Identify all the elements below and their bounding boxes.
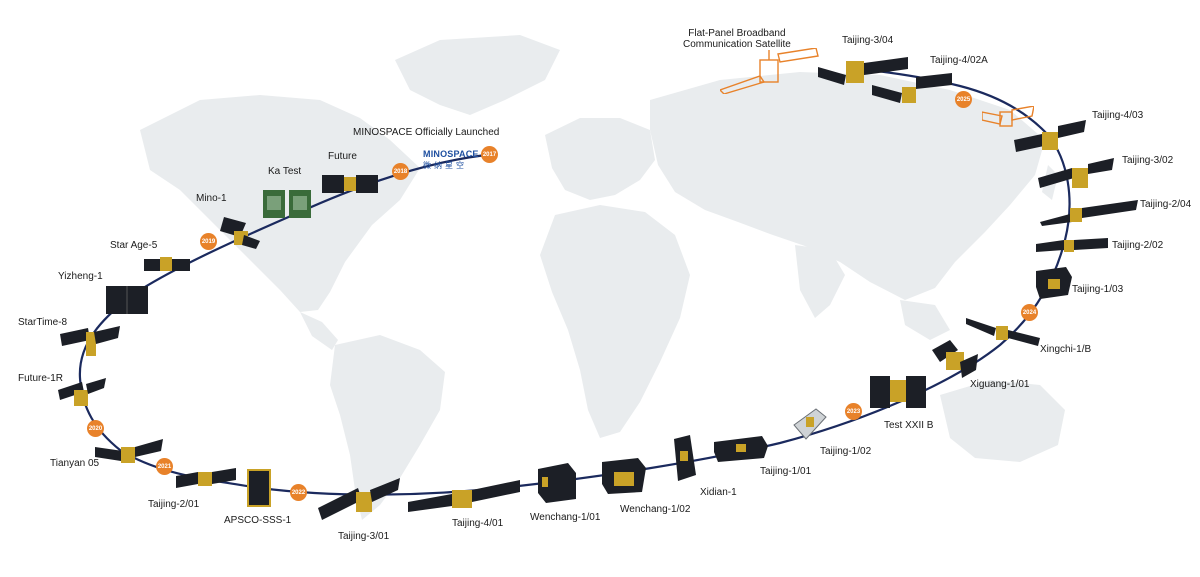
year-badge-2022: 2022 [290, 484, 307, 501]
label-flat-panel-broadband: Flat-Panel Broadband Communication Satel… [683, 28, 791, 50]
label-xidian-1: Xidian-1 [700, 487, 737, 498]
taijing-3-02-satellite-icon [1038, 158, 1114, 188]
taijing-2-04-satellite-icon [1040, 200, 1138, 226]
page-title: MINOSPACE Officially Launched [353, 127, 500, 138]
flat-panel-satellite-icon [720, 48, 819, 94]
label-ka-test: Ka Test [268, 166, 302, 177]
wenchang-1-01-satellite-icon [538, 463, 576, 503]
flat-panel-satellite-outline-icon [982, 106, 1034, 127]
logo-text: MINOSPACE [423, 149, 479, 159]
label-taijing-1-03: Taijing-1/03 [1072, 284, 1124, 295]
label-taijing-2-04: Taijing-2/04 [1140, 199, 1192, 210]
europe-shape [545, 118, 655, 200]
label-taijing-4-01: Taijing-4/01 [452, 518, 504, 529]
label-taijing-3-02: Taijing-3/02 [1122, 155, 1174, 166]
label-taijing-4-02a: Taijing-4/02A [930, 55, 988, 66]
xingchi-1-b-satellite-icon [966, 318, 1040, 346]
africa-shape [540, 205, 690, 438]
taijing-2-02-satellite-icon [1036, 238, 1108, 252]
xidian-1-satellite-icon [674, 435, 696, 481]
year-badge-2025: 2025 [955, 91, 972, 108]
startime-8-satellite-icon [60, 326, 120, 356]
label-wenchang-1-02: Wenchang-1/02 [620, 504, 691, 515]
year-badge-2021: 2021 [156, 458, 173, 475]
label-startime-8: StarTime-8 [18, 317, 68, 328]
label-apsco-sss-1: APSCO-SSS-1 [224, 515, 292, 526]
label-taijing-1-02: Taijing-1/02 [820, 446, 872, 457]
wenchang-1-02-satellite-icon [602, 458, 646, 494]
year-badge-2023: 2023 [845, 403, 862, 420]
label-taijing-2-01: Taijing-2/01 [148, 499, 200, 510]
test-xxii-b-satellite-icon [870, 376, 926, 408]
label-star-age-5: Star Age-5 [110, 240, 158, 251]
taijing-4-02a-satellite-icon [872, 73, 952, 103]
label-tianyan-05: Tianyan 05 [50, 458, 100, 469]
taijing-4-01-satellite-icon [408, 480, 520, 512]
label-taijing-1-01: Taijing-1/01 [760, 466, 812, 477]
year-badge-2024: 2024 [1021, 304, 1038, 321]
label-xiguang-1-01: Xiguang-1/01 [970, 379, 1030, 390]
label-wenchang-1-01: Wenchang-1/01 [530, 512, 601, 523]
yizheng-1-satellite-icon [106, 286, 148, 314]
asia-shape [650, 72, 1045, 300]
year-badge-2020: 2020 [87, 420, 104, 437]
logo-subtext: 微纳星空 [423, 161, 467, 170]
taijing-1-01-satellite-icon [714, 436, 768, 462]
central-america-shape [300, 312, 338, 350]
southeast-asia-shape [900, 300, 950, 340]
minospace-logo: MINOSPACE 微纳星空 [423, 149, 479, 175]
taijing-4-03-satellite-icon [1014, 120, 1086, 152]
taijing-1-02-satellite-icon [793, 408, 827, 440]
label-xingchi-1-b: Xingchi-1/B [1040, 344, 1092, 355]
future-1r-satellite-icon [58, 378, 106, 406]
label-taijing-2-02: Taijing-2/02 [1112, 240, 1164, 251]
label-mino-1: Mino-1 [196, 193, 227, 204]
australia-shape [940, 380, 1065, 462]
taijing-2-01-satellite-icon [176, 468, 236, 488]
apsco-sss-1-satellite-icon [247, 469, 271, 507]
year-badge-2017: 2017 [481, 146, 498, 163]
year-badge-2018: 2018 [392, 163, 409, 180]
taijing-3-04-satellite-icon [818, 57, 908, 85]
greenland-shape [395, 35, 560, 115]
future-satellite-icon [322, 175, 378, 193]
label-future-1r: Future-1R [18, 373, 64, 384]
xiguang-1-01-satellite-icon [932, 340, 978, 378]
mino-1-satellite-icon [220, 217, 260, 249]
star-age-5-satellite-icon [144, 257, 190, 271]
taijing-3-01-satellite-icon [318, 478, 400, 520]
label-taijing-4-03: Taijing-4/03 [1092, 110, 1144, 121]
label-test-xxii-b: Test XXII B [884, 420, 934, 431]
label-yizheng-1: Yizheng-1 [58, 271, 103, 282]
label-future: Future [328, 151, 357, 162]
south-america-shape [330, 335, 445, 520]
year-badge-2019: 2019 [200, 233, 217, 250]
taijing-1-03-satellite-icon [1036, 267, 1072, 299]
tianyan-05-satellite-icon [95, 439, 163, 463]
label-taijing-3-01: Taijing-3/01 [338, 531, 390, 542]
india-shape [795, 245, 845, 318]
label-taijing-3-04: Taijing-3/04 [842, 35, 894, 46]
ka-test-satellite-icon [263, 190, 311, 218]
